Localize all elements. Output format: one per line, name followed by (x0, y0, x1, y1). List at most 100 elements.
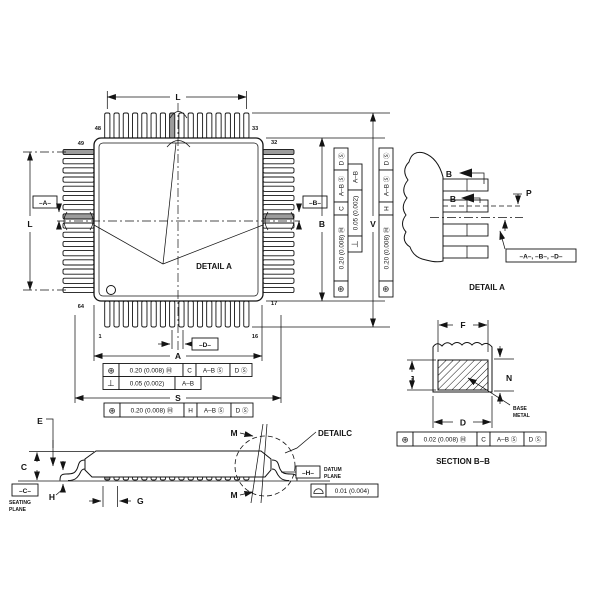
detail-a-body (402, 151, 444, 263)
datum-a-label: –A– (39, 200, 51, 207)
dim-V-right: V (252, 112, 390, 328)
detail-a-datum-refs: –A–, –B–, –D– (499, 230, 577, 263)
svg-text:A–B Ⓢ: A–B Ⓢ (382, 175, 390, 196)
fcf-position-020-h: ⊕ 0.20 (0.008) Ⓜ H A–B Ⓢ D Ⓢ (103, 402, 254, 418)
pin (262, 259, 295, 266)
base-metal-callout: BASE METAL (467, 377, 530, 419)
dim-H: H (49, 461, 66, 502)
dim-label-H: H (49, 492, 55, 502)
package-body (93, 137, 264, 302)
main-top-view: DETAIL A 48 33 49 64 32 17 1 16 L L (23, 91, 390, 403)
base-metal-text-1: BASE (513, 406, 528, 412)
pin (159, 112, 166, 139)
pin (104, 300, 111, 328)
svg-text:⊕: ⊕ (381, 285, 391, 292)
profile-symbol (313, 488, 324, 494)
datum-h-plane: –H– DATUM PLANE (281, 465, 342, 480)
svg-text:A–B Ⓢ: A–B Ⓢ (203, 367, 224, 375)
base-metal-text-2: METAL (513, 413, 530, 419)
pin (196, 112, 204, 139)
dim-A-bottom: A (93, 305, 263, 361)
pin (243, 112, 250, 139)
pin (262, 240, 295, 248)
fcf-vertical-position-020-h: ⊕ 0.20 (0.008) Ⓜ H A–B Ⓢ D Ⓢ (378, 147, 394, 298)
svg-text:C: C (481, 437, 486, 444)
datum-plane-text-2: PLANE (324, 474, 342, 480)
dim-label-F: F (460, 320, 465, 330)
detail-c-callout: DETAILC (234, 429, 352, 497)
base-metal-section (437, 359, 489, 391)
svg-text:D Ⓢ: D Ⓢ (236, 407, 249, 415)
datum-h-label: –H– (302, 470, 314, 477)
pin (132, 300, 139, 328)
pin (62, 222, 95, 229)
fcf-vertical-perpendicularity-005: ⊥ 0.05 (0.002) A–B (347, 163, 363, 253)
pin (62, 268, 95, 275)
pin (113, 112, 120, 139)
svg-text:0.01 (0.004): 0.01 (0.004) (335, 488, 369, 495)
section-label-B2: B (450, 194, 456, 204)
section-bb-view: F D J N BASE METAL (396, 320, 547, 466)
pin-number-1: 1 (98, 334, 101, 340)
dim-label-D: D (460, 418, 466, 428)
pin (122, 300, 129, 328)
seating-plane-text-1: SEATING (9, 500, 31, 506)
perpendicularity-symbol: ⊥ (107, 378, 114, 388)
datum-d-label: –D– (199, 342, 211, 349)
dim-label-G: G (137, 496, 144, 506)
dim-C: C (21, 451, 94, 481)
fcf-position-020-c: ⊕ 0.20 (0.008) Ⓜ C A–B Ⓢ D Ⓢ (102, 363, 253, 377)
pin (62, 277, 95, 284)
pin (150, 300, 157, 328)
angle-label-M-bottom: M (230, 490, 237, 500)
pin-row-top (104, 112, 250, 139)
svg-text:D Ⓢ: D Ⓢ (382, 152, 390, 165)
pin (262, 158, 295, 165)
datum-a-target: –A– (32, 195, 94, 231)
datum-b-target: –B– (264, 195, 328, 231)
dim-label-C: C (21, 462, 27, 472)
pin (62, 259, 95, 266)
pin-row-right (262, 148, 295, 294)
pin-number-49: 49 (78, 141, 84, 147)
pin (224, 300, 231, 328)
dim-B-right: B (266, 137, 385, 302)
datum-c-seating-plane: –C– SEATING PLANE (9, 483, 39, 513)
svg-text:0.20 (0.008) Ⓜ: 0.20 (0.008) Ⓜ (382, 226, 390, 269)
seating-plane-text-2: PLANE (9, 507, 27, 513)
pin-row-bottom (104, 300, 250, 328)
svg-text:A–B Ⓢ: A–B Ⓢ (204, 407, 225, 415)
left-gullwing-lead-inner (67, 468, 86, 481)
pin (262, 222, 295, 229)
pin (104, 112, 111, 139)
pin-number-48: 48 (95, 126, 101, 132)
dim-label-L-left: L (27, 219, 32, 229)
svg-text:0.20 (0.008) Ⓜ: 0.20 (0.008) Ⓜ (130, 367, 173, 375)
pin (122, 112, 129, 139)
dim-L-top: L (106, 91, 247, 109)
svg-text:A–B: A–B (352, 171, 359, 183)
fcf-vertical-position-020-c: ⊕ 0.20 (0.008) Ⓜ C A–B Ⓢ D Ⓢ (333, 147, 349, 298)
pin (62, 185, 95, 192)
pin (150, 112, 157, 139)
pin (62, 231, 95, 238)
pin (262, 194, 295, 202)
dim-label-J: J (410, 374, 415, 384)
fcf-position-002-c: ⊕ 0.02 (0.008) Ⓜ C A–B Ⓢ D Ⓢ (396, 431, 547, 447)
pin (187, 300, 194, 328)
detail-c-label: DETAILC (318, 429, 352, 438)
dim-label-V: V (370, 219, 376, 229)
pin (215, 112, 222, 139)
dim-F: F (437, 320, 489, 352)
pin (178, 112, 185, 139)
pin (62, 240, 95, 248)
right-gullwing-lead (271, 459, 298, 481)
svg-text:A–B Ⓢ: A–B Ⓢ (497, 436, 518, 444)
dim-G: G (89, 486, 144, 507)
datum-d-target: –D– (158, 330, 219, 351)
svg-text:D Ⓢ: D Ⓢ (337, 152, 345, 165)
pin (62, 286, 95, 294)
dim-label-S: S (175, 393, 181, 403)
detail-a-pointer-lines (93, 111, 264, 265)
detail-a-view-title: DETAIL A (469, 283, 505, 292)
